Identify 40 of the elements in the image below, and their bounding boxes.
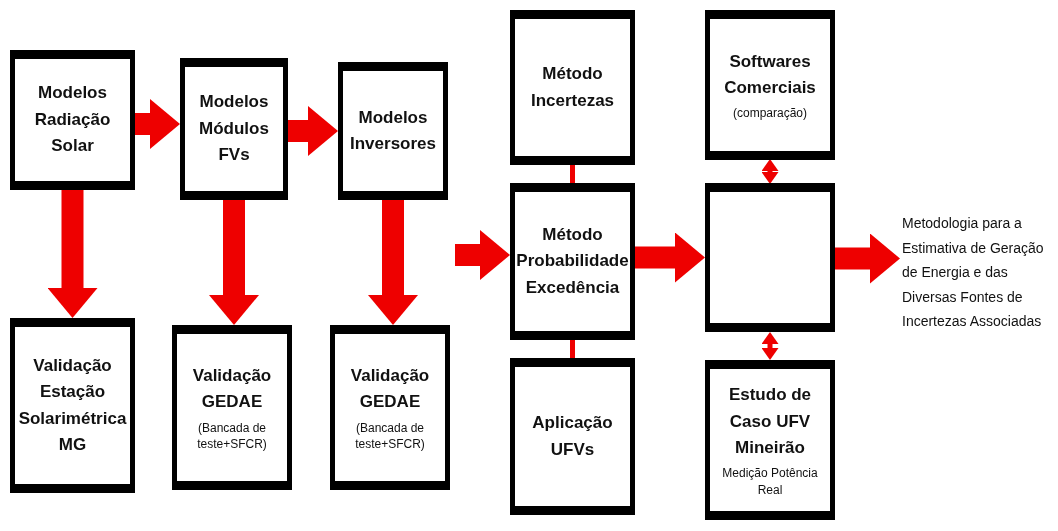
block-arrow bbox=[368, 200, 418, 325]
process-box bbox=[330, 325, 450, 490]
process-box bbox=[510, 183, 635, 340]
connector-line bbox=[570, 165, 575, 183]
box-title: Método Incertezas bbox=[529, 63, 616, 112]
double-arrow bbox=[761, 332, 779, 360]
box-title: Validação Estação Solarimétrica MG bbox=[17, 354, 128, 456]
block-arrow bbox=[135, 99, 180, 149]
process-box bbox=[510, 10, 635, 165]
block-arrow bbox=[455, 230, 510, 280]
process-box bbox=[10, 50, 135, 190]
box-title: Validação GEDAE bbox=[191, 364, 273, 414]
box-title: Método Probabilidade Excedência bbox=[516, 224, 629, 299]
box-title: Modelos Inversores bbox=[349, 106, 437, 155]
box-title: Validação GEDAE bbox=[349, 364, 431, 414]
process-box bbox=[10, 318, 135, 493]
box-note: (comparação) bbox=[733, 105, 807, 122]
box-title: Modelos Radiação Solar bbox=[33, 82, 112, 158]
block-arrow bbox=[635, 232, 705, 283]
box-title: Aplicação UFVs bbox=[531, 412, 614, 461]
block-arrow bbox=[835, 233, 900, 284]
box-note: (Bancada de teste+SFCR) bbox=[196, 419, 268, 453]
empty-box bbox=[705, 183, 835, 332]
double-arrow bbox=[761, 159, 779, 184]
block-arrow bbox=[209, 200, 259, 325]
process-box bbox=[705, 360, 835, 520]
connector-line bbox=[570, 340, 575, 358]
block-arrow bbox=[47, 190, 98, 318]
box-note: Medição Potência Real bbox=[721, 465, 819, 498]
box-note: (Bancada de teste+SFCR) bbox=[354, 419, 426, 453]
outcome-text: Metodologia para a Estimativa de Geração de Energia e das Diversas Fontes de Incertezas Associadas bbox=[902, 214, 1045, 332]
block-arrow bbox=[288, 106, 338, 156]
box-title: Modelos Módulos FVs bbox=[198, 91, 270, 167]
process-box bbox=[180, 58, 288, 200]
box-title: Softwares Comerciais bbox=[723, 50, 817, 99]
process-box bbox=[172, 325, 292, 490]
box-title: Estudo de Caso UFV Mineirão bbox=[727, 384, 813, 459]
process-box bbox=[338, 62, 448, 200]
process-box bbox=[705, 10, 835, 160]
process-box bbox=[510, 358, 635, 515]
